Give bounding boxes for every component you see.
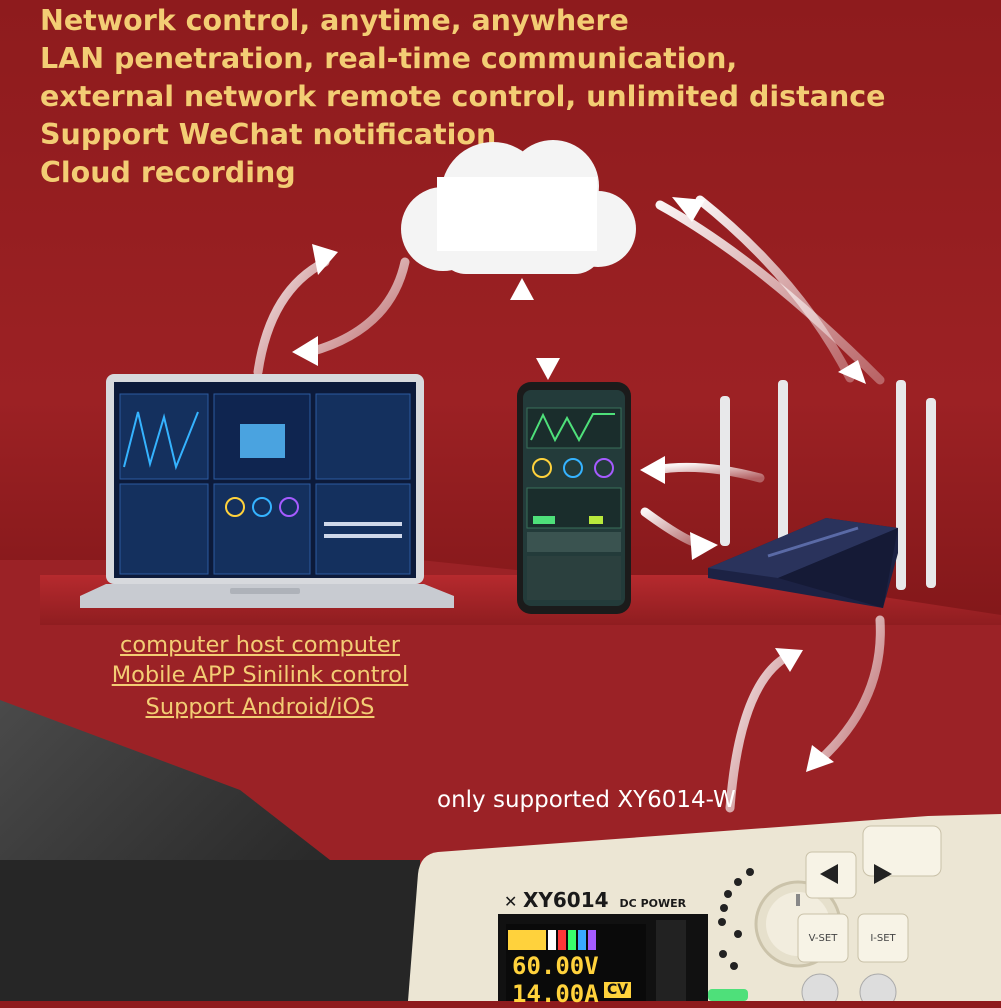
headline: Network control, anytime, anywhere LAN p… [40, 2, 885, 192]
caption-app: Mobile APP Sinilink control [111, 662, 409, 688]
headline-line-1: Network control, anytime, anywhere [40, 4, 629, 37]
headline-line-4: Support WeChat notification [40, 118, 497, 151]
smartphone-icon [517, 382, 631, 614]
headline-line-5: Cloud recording [40, 156, 296, 189]
voltage-readout: 60.00V [512, 952, 599, 980]
power-supply-icon: ✕ XY6014 DC POWER 60.00V 14.00A CV V-SET… [408, 814, 1001, 1008]
device-note: only supported XY6014-W [437, 787, 736, 813]
vset-label: V-SET [808, 932, 838, 944]
device-subtitle: DC POWER [619, 897, 687, 910]
device-model: XY6014 [522, 888, 609, 912]
cloud-label-area [437, 177, 597, 251]
dark-block-base [0, 860, 420, 1001]
power-supply-body [408, 814, 1001, 1001]
x-logo-icon: ✕ [504, 892, 523, 911]
router-icon [708, 380, 936, 608]
headline-line-2: LAN penetration, real-time communication… [40, 42, 738, 75]
iset-button[interactable]: I-SET [858, 914, 908, 962]
headline-line-3: external network remote control, unlimit… [40, 80, 886, 113]
vset-button[interactable]: V-SET [798, 914, 848, 962]
device-logo: ✕ XY6014 DC POWER [504, 888, 686, 912]
laptop-icon [80, 374, 454, 608]
current-readout: 14.00A [512, 980, 599, 1008]
caption-host: computer host computer [120, 632, 400, 658]
iset-label: I-SET [870, 932, 896, 944]
mode-badge: CV [604, 982, 632, 998]
caption-os: Support Android/iOS [145, 694, 375, 720]
